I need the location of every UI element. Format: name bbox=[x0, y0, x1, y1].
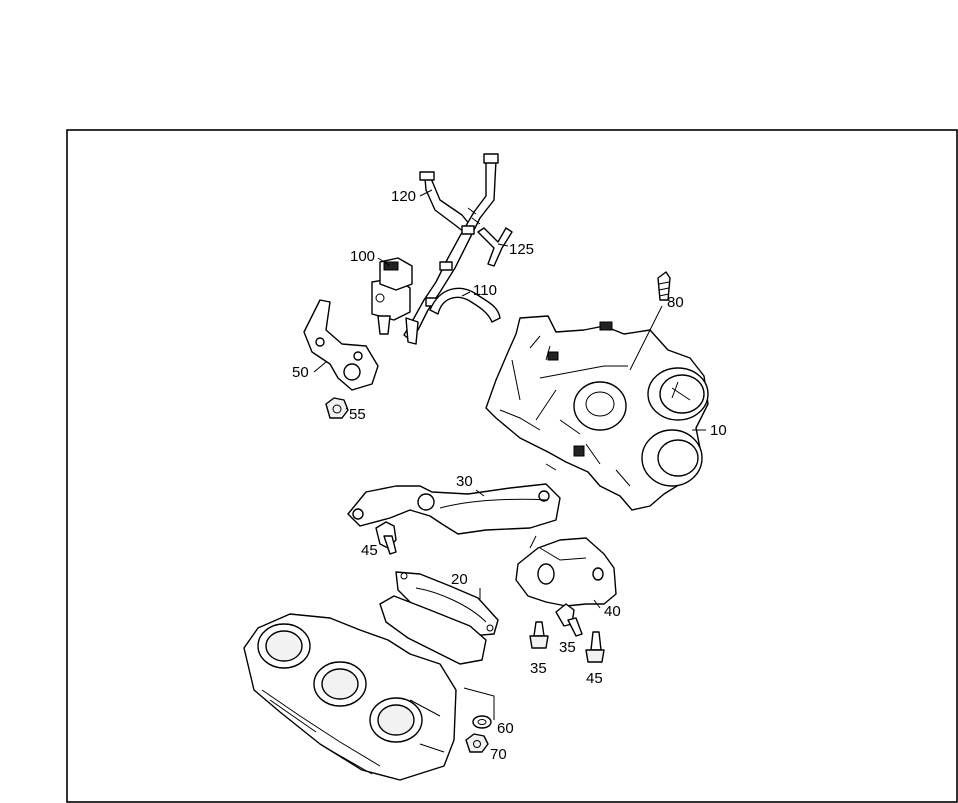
vacuum-hose-110 bbox=[429, 287, 501, 323]
callout-55: 55 bbox=[349, 406, 366, 423]
nut-70 bbox=[465, 733, 489, 753]
support-bracket-40 bbox=[515, 537, 617, 607]
callout-45-upper: 45 bbox=[361, 542, 378, 559]
gasket-20 bbox=[395, 571, 499, 637]
callout-20: 20 bbox=[451, 571, 468, 588]
exhaust-manifold bbox=[243, 595, 487, 781]
callout-35-right: 35 bbox=[559, 639, 576, 656]
coolant-line-120 bbox=[403, 153, 499, 341]
callout-120: 120 bbox=[391, 188, 416, 205]
callout-100: 100 bbox=[350, 248, 375, 265]
callout-10: 10 bbox=[710, 422, 727, 439]
bolt-35-left bbox=[529, 621, 549, 649]
callout-45-lower: 45 bbox=[586, 670, 603, 687]
callout-70: 70 bbox=[490, 746, 507, 763]
callout-50: 50 bbox=[292, 364, 309, 381]
callout-110: 110 bbox=[473, 282, 497, 299]
callout-60: 60 bbox=[497, 720, 514, 737]
leader-lines bbox=[313, 189, 706, 720]
bolt-45-upper bbox=[375, 521, 397, 555]
callout-35-left: 35 bbox=[530, 660, 547, 677]
turbocharger-10 bbox=[485, 315, 709, 511]
bracket-50 bbox=[303, 299, 379, 391]
callout-125: 125 bbox=[509, 241, 534, 258]
callout-labels: 120 125 100 110 80 50 55 10 30 45 20 40 … bbox=[292, 188, 727, 763]
bolt-35-right bbox=[555, 603, 583, 637]
stud-80 bbox=[657, 271, 671, 301]
nut-55 bbox=[325, 397, 349, 419]
callout-40: 40 bbox=[604, 603, 621, 620]
heat-shield-30 bbox=[347, 483, 561, 535]
switchover-valve-100 bbox=[371, 257, 419, 345]
callout-80: 80 bbox=[667, 294, 684, 311]
diagram-frame bbox=[66, 129, 958, 803]
washer-60 bbox=[472, 715, 492, 729]
t-fitting-125 bbox=[477, 227, 513, 267]
bolt-45-lower bbox=[585, 631, 605, 663]
callout-30: 30 bbox=[456, 473, 473, 490]
